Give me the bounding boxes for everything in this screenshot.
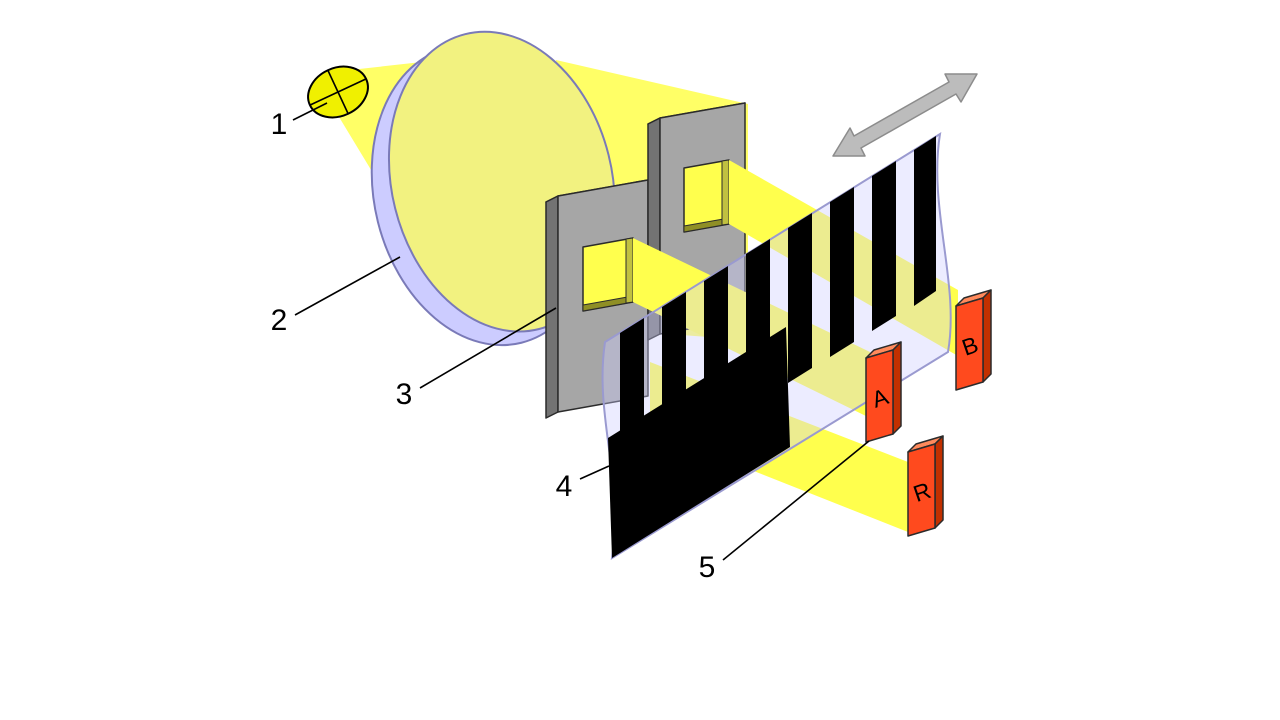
bulb-cross-v	[327, 69, 349, 115]
mask-left-window-inner-right	[625, 237, 634, 304]
scale-stripe	[872, 161, 896, 331]
scale-stripe	[788, 213, 812, 383]
label-light-source: 1	[271, 108, 288, 141]
leader-mask	[419, 307, 557, 389]
detector-r-side	[934, 435, 944, 529]
scale-stripe	[830, 187, 854, 357]
leader-detector	[722, 440, 870, 561]
leader-lens	[294, 256, 401, 316]
detector-b-side	[982, 289, 992, 383]
detector-a: A	[865, 341, 902, 443]
detector-a-front	[865, 349, 894, 443]
condenser-lens	[370, 30, 616, 347]
detector-r: R	[907, 435, 944, 537]
label-lens: 2	[271, 304, 288, 337]
scale-stripe	[914, 136, 936, 306]
scale-stripes	[608, 136, 936, 558]
leader-scale	[579, 465, 610, 480]
label-mask: 3	[396, 378, 413, 411]
direction-arrow-icon	[832, 73, 978, 157]
mask-left-side-face	[545, 195, 559, 419]
leader-light-source	[292, 102, 328, 121]
detector-b: B	[955, 289, 992, 391]
scale-reference-block	[608, 327, 790, 558]
label-scale: 4	[556, 470, 573, 503]
detector-b-front	[955, 297, 984, 391]
label-detector: 5	[699, 551, 716, 584]
mask-right-window-inner-right	[721, 159, 730, 226]
detector-a-side	[892, 341, 902, 435]
detector-r-front	[907, 443, 936, 537]
